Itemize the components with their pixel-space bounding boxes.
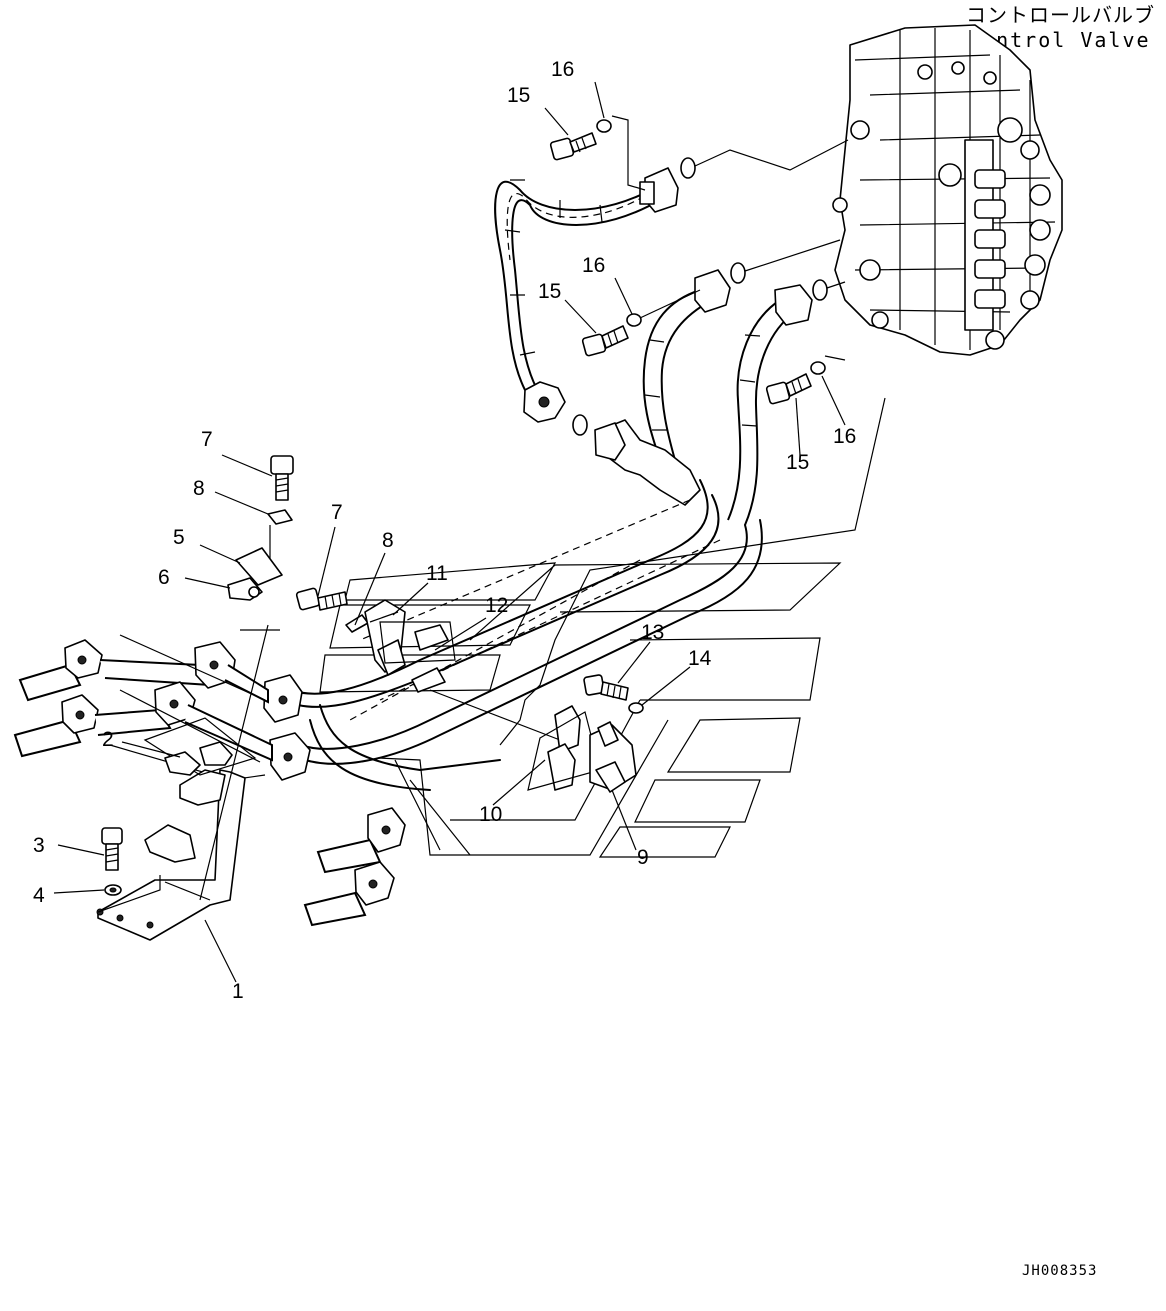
callout-8-middle: 8 [382, 529, 394, 552]
callout-4: 4 [33, 884, 45, 907]
callout-6: 6 [158, 566, 170, 589]
washer-8-upper [267, 509, 293, 525]
fastener-bolt-15-top [549, 132, 597, 161]
fastener-bolt-13 [583, 674, 629, 701]
callout-9: 9 [637, 846, 649, 869]
clamp-12 [379, 621, 456, 693]
callout-8-upper: 8 [193, 477, 205, 500]
callout-3: 3 [33, 834, 45, 857]
fastener-bolt-7-upper [270, 455, 294, 501]
washer-16-right [810, 361, 826, 375]
control-valve [832, 24, 1063, 356]
title-japanese: コントロールバルブ [966, 3, 1155, 27]
middle-hoses [594, 269, 813, 526]
callout-16-right: 16 [833, 425, 856, 448]
callout-2: 2 [102, 728, 114, 751]
steel-tubes [289, 479, 763, 791]
o-ring [812, 279, 828, 301]
clamp-11 [364, 599, 406, 676]
callout-15-top: 15 [507, 84, 530, 107]
callout-10: 10 [479, 803, 502, 826]
callout-15-middle: 15 [538, 280, 561, 303]
bracket-assembly [96, 525, 283, 941]
washer-8-middle [345, 614, 369, 633]
o-ring [572, 414, 588, 436]
callout-1: 1 [232, 980, 244, 1003]
callout-12: 12 [485, 594, 508, 617]
clamp-9 [589, 721, 637, 793]
callout-5: 5 [173, 526, 185, 549]
fastener-bolt-15-right [765, 373, 812, 405]
fastener-bolt-7-middle [295, 587, 348, 611]
callout-14: 14 [688, 647, 712, 670]
callout-16-top: 16 [551, 58, 574, 81]
guide-plates [319, 397, 886, 858]
callout-16-middle: 16 [582, 254, 605, 277]
fastener-bolt-15-middle [581, 325, 629, 357]
o-ring [730, 262, 746, 284]
upper-hose [494, 167, 679, 423]
callout-leaders [53, 81, 846, 983]
callout-11: 11 [426, 562, 448, 585]
callout-7-upper: 7 [201, 428, 213, 451]
fastener-bolt-3 [101, 827, 123, 871]
valve-spool-plugs [832, 61, 1051, 350]
callout-15-right: 15 [786, 451, 809, 474]
clamp-10 [527, 705, 601, 791]
callout-numbers: 1 2 3 4 5 6 7 7 8 8 9 10 11 12 13 14 15 … [33, 58, 856, 1003]
callout-7-middle: 7 [331, 501, 343, 524]
washer-14 [628, 702, 644, 714]
callout-13: 13 [641, 621, 664, 644]
washer-16-middle [626, 313, 642, 327]
o-ring [680, 157, 696, 179]
washer-16-top [596, 119, 612, 133]
drawing-code: JH008353 [1022, 1263, 1097, 1279]
